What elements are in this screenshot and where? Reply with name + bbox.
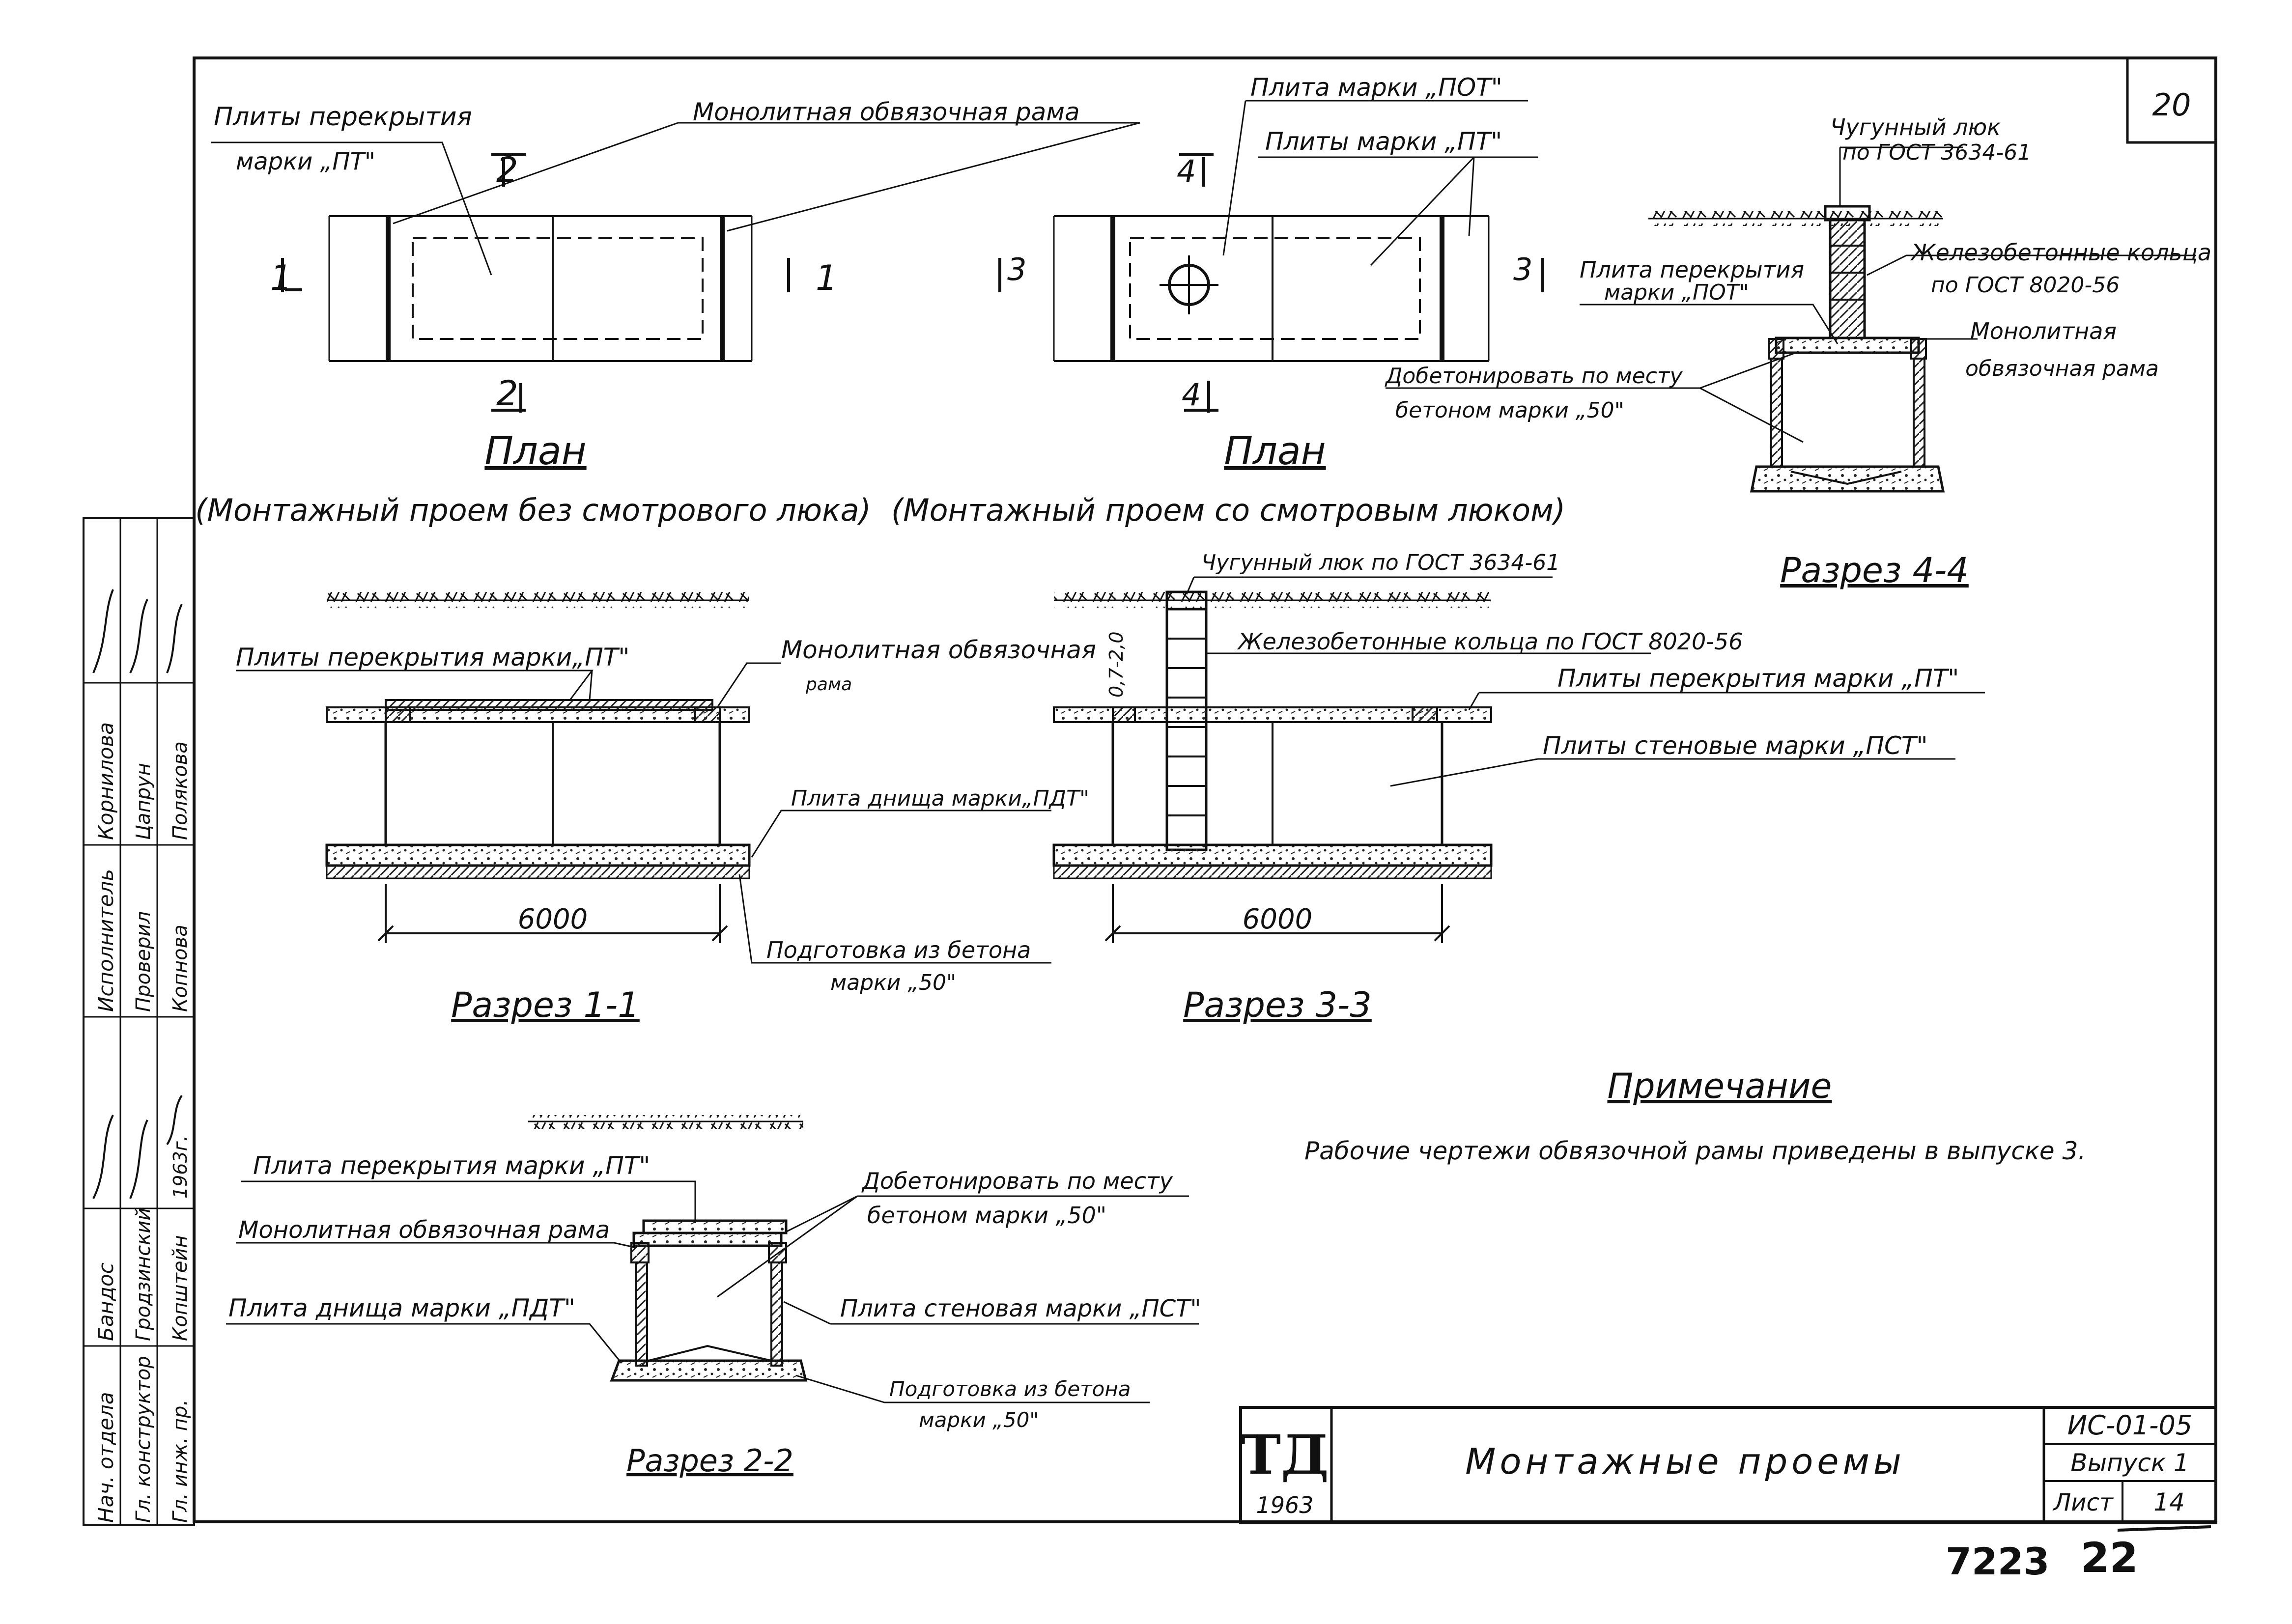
s4-label-slab-1: Плита перекрытия bbox=[1580, 256, 1804, 283]
section-4-4: Чугунный люк по ГОСТ 3634-61 Железобетон… bbox=[1385, 114, 2211, 590]
plan-left-label-slabs-1: Плиты перекрытия bbox=[214, 102, 472, 132]
title-block: ТД 1963 Монтажные проемы ИС-01-05 Выпуск… bbox=[1239, 1406, 2217, 1524]
s2-label-frame: Монолитная обвязочная рама bbox=[238, 1216, 610, 1244]
stamp-name-2: Гродзинский bbox=[132, 1208, 155, 1341]
cut-3-left: 3 bbox=[1007, 252, 1026, 287]
logo-year: 1963 bbox=[1256, 1492, 1313, 1518]
note: Примечание Рабочие чертежи обвязочной ра… bbox=[1304, 1066, 2086, 1165]
s2-label-prep-1: Подготовка из бетона bbox=[889, 1377, 1131, 1401]
s4-label-rings-2: по ГОСТ 8020-56 bbox=[1931, 273, 2120, 298]
stamp-upper-name-3: Копнова bbox=[169, 924, 192, 1012]
section-1-1: 6000 Плиты перекрытия марки„ПТ" Монолитн… bbox=[236, 592, 1096, 1025]
section-2-2: Плита перекрытия марки „ПТ" Монолитная о… bbox=[226, 1115, 1201, 1479]
cut-1-right: 1 bbox=[816, 258, 838, 298]
plan-right-title: План bbox=[1224, 429, 1326, 474]
note-title: Примечание bbox=[1607, 1066, 1832, 1106]
s3-depth-label: 0,7-2,0 bbox=[1105, 631, 1127, 698]
sheet-label: Лист bbox=[2052, 1489, 2114, 1516]
stamp-role-2: Гл. конструктор bbox=[132, 1356, 155, 1523]
plan-left-subtitle: (Монтажный проем без смотрового люка) bbox=[195, 492, 871, 528]
plan-right: 3 3 4 4 Плита марки „ПОТ" Плиты марки „П… bbox=[891, 73, 1565, 528]
s4-label-frame-2: обвязочная рама bbox=[1965, 356, 2159, 381]
s1-dimension: 6000 bbox=[518, 903, 588, 935]
doc-code: ИС-01-05 bbox=[2067, 1410, 2193, 1441]
s4-title: Разрез 4-4 bbox=[1780, 550, 1969, 590]
plan-right-label-pot: Плита марки „ПОТ" bbox=[1250, 73, 1502, 102]
s4-label-rings-1: Железобетонные кольца bbox=[1910, 239, 2211, 266]
plan-right-label-pt: Плиты марки „ПТ" bbox=[1265, 127, 1502, 156]
footer-number-right: 22 bbox=[2081, 1534, 2138, 1582]
s4-label-hatch-1: Чугунный люк bbox=[1830, 114, 2001, 140]
s4-label-frame-1: Монолитная bbox=[1970, 318, 2117, 344]
s1-label-frame-2: рама bbox=[805, 674, 852, 695]
stamp-upper-role-1: Исполнитель bbox=[94, 869, 118, 1012]
cut-3-right: 3 bbox=[1513, 252, 1532, 287]
sheet-title: Монтажные проемы bbox=[1465, 1441, 1905, 1482]
left-stamp: Нач. отдела Гл. конструктор Гл. инж. пр.… bbox=[83, 517, 195, 1526]
issue-number: Выпуск 1 bbox=[2070, 1449, 2189, 1477]
section-3-3: 6000 0,7-2,0 Чугунный люк по ГОСТ 3634-6… bbox=[1052, 550, 1985, 1025]
s3-label-rings: Железобетонные кольца по ГОСТ 8020-56 bbox=[1237, 628, 1743, 655]
s1-label-frame-1: Монолитная обвязочная bbox=[781, 636, 1096, 664]
s2-label-concrete-2: бетоном марки „50" bbox=[867, 1202, 1106, 1229]
plan-left-title: План bbox=[484, 429, 586, 474]
cut-4-bottom: 4 bbox=[1182, 377, 1201, 413]
cut-1-left: 1 bbox=[270, 258, 292, 298]
cut-4-top: 4 bbox=[1177, 153, 1196, 189]
s2-label-concrete-1: Добетонировать по месту bbox=[861, 1168, 1173, 1194]
s2-label-wall: Плита стеновая марки „ПСТ" bbox=[840, 1295, 1201, 1322]
plan-left-label-frame: Монолитная обвязочная рама bbox=[693, 98, 1080, 126]
s4-label-concrete-2: бетоном марки „50" bbox=[1395, 398, 1624, 423]
logo-td: ТД bbox=[1241, 1423, 1329, 1486]
stamp-upper-name-1: Корнилова bbox=[94, 722, 118, 840]
stamp-name-3: Копштейн bbox=[169, 1235, 192, 1341]
s2-title: Разрез 2-2 bbox=[626, 1443, 793, 1479]
sheet-number: 20 bbox=[2152, 87, 2191, 123]
s4-label-concrete-1: Добетонировать по месту bbox=[1385, 364, 1683, 389]
sheet-value: 14 bbox=[2153, 1488, 2185, 1516]
s3-dimension: 6000 bbox=[1243, 903, 1313, 935]
stamp-role-1: Нач. отдела bbox=[94, 1392, 118, 1523]
cut-2-bottom: 2 bbox=[496, 373, 518, 414]
s3-title: Разрез 3-3 bbox=[1183, 985, 1372, 1025]
s1-label-slabs: Плиты перекрытия марки„ПТ" bbox=[236, 643, 629, 672]
plan-left: 1 1 2 2 Плиты перекрытия марки „ПТ" Моно… bbox=[195, 98, 1140, 528]
s1-title: Разрез 1-1 bbox=[451, 985, 640, 1025]
stamp-upper-name-4: Полякова bbox=[169, 741, 192, 840]
s2-label-bottom: Плита днища марки „ПДТ" bbox=[228, 1294, 575, 1322]
s3-label-slabs: Плиты перекрытия марки „ПТ" bbox=[1557, 664, 1959, 693]
note-text: Рабочие чертежи обвязочной рамы приведен… bbox=[1304, 1137, 2086, 1165]
s2-label-prep-2: марки „50" bbox=[919, 1408, 1039, 1432]
sheet-number-box: 20 bbox=[2126, 58, 2216, 144]
stamp-role-3: Гл. инж. пр. bbox=[169, 1400, 192, 1523]
s3-label-hatch: Чугунный люк по ГОСТ 3634-61 bbox=[1201, 550, 1560, 575]
s1-label-prep-2: марки „50" bbox=[830, 970, 956, 995]
footer-number-left: 7223 bbox=[1946, 1540, 2050, 1583]
plan-left-label-slabs-2: марки „ПТ" bbox=[236, 148, 375, 175]
s2-label-slab: Плита перекрытия марки „ПТ" bbox=[253, 1151, 650, 1180]
plan-right-subtitle: (Монтажный проем со смотровым люком) bbox=[891, 492, 1565, 528]
signature-marks bbox=[92, 589, 183, 673]
s1-label-prep-1: Подготовка из бетона bbox=[766, 937, 1031, 963]
s1-label-bottom: Плита днища марки„ПДТ" bbox=[791, 786, 1089, 811]
stamp-upper-name-2: Цапрун bbox=[132, 763, 155, 840]
s4-label-slab-2: марки „ПОТ" bbox=[1604, 280, 1749, 305]
stamp-date: 1963г. bbox=[170, 1135, 191, 1199]
stamp-name-1: Бандос bbox=[94, 1262, 118, 1341]
stamp-upper-role-2: Проверил bbox=[132, 911, 155, 1012]
signature-marks-lower bbox=[92, 1094, 183, 1199]
s3-label-walls: Плиты стеновые марки „ПСТ" bbox=[1543, 731, 1927, 760]
cut-2-top: 2 bbox=[496, 150, 518, 190]
s4-label-hatch-2: по ГОСТ 3634-61 bbox=[1842, 140, 2031, 165]
